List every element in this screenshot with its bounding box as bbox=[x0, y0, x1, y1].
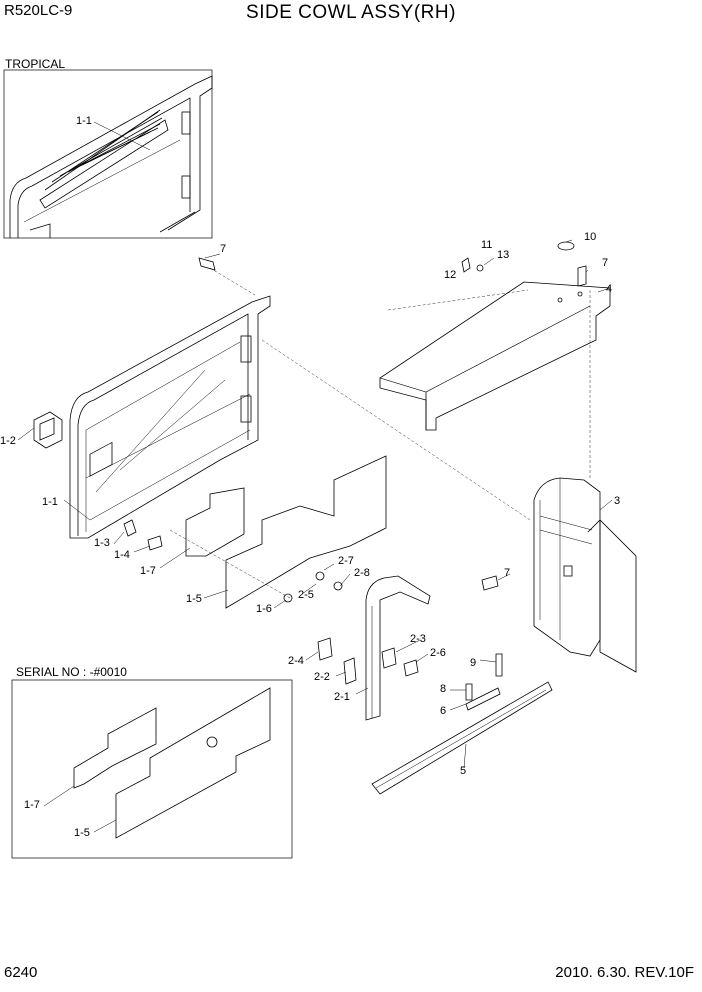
revision-date: 2010. 6.30. REV.10F bbox=[555, 964, 694, 981]
tropical-inset bbox=[3, 69, 213, 239]
callout-1-2: 1-2 bbox=[0, 435, 16, 447]
bolt-2-4 bbox=[317, 637, 333, 661]
page-number: 6240 bbox=[4, 964, 38, 981]
callout-1-6: 1-6 bbox=[256, 603, 272, 615]
side-frame bbox=[533, 477, 637, 673]
callout-1-1: 1-1 bbox=[42, 496, 58, 508]
insulation-pad-1-5 bbox=[225, 455, 387, 609]
callout-2-8: 2-8 bbox=[354, 567, 370, 579]
callout-6: 6 bbox=[440, 705, 446, 717]
callout-2-5: 2-5 bbox=[298, 589, 314, 601]
cap-10 bbox=[557, 241, 575, 251]
callout-1-7-inset: 1-7 bbox=[24, 799, 40, 811]
bolt-1-4 bbox=[147, 535, 163, 551]
callout-1-5: 1-5 bbox=[186, 593, 202, 605]
bracket-2-2 bbox=[343, 657, 357, 685]
bolt-11 bbox=[461, 257, 471, 273]
callout-4: 4 bbox=[606, 283, 612, 295]
callout-8: 8 bbox=[440, 683, 446, 695]
bolt-8 bbox=[465, 683, 473, 701]
callout-5: 5 bbox=[460, 765, 466, 777]
callout-1-4: 1-4 bbox=[114, 549, 130, 561]
callout-3: 3 bbox=[614, 495, 620, 507]
callout-2-2: 2-2 bbox=[314, 671, 330, 683]
bolt-2-7 bbox=[315, 571, 325, 581]
bolt-2-6 bbox=[403, 659, 419, 677]
tropical-label: TROPICAL bbox=[5, 57, 65, 71]
callout-2-4: 2-4 bbox=[288, 655, 304, 667]
callout-1-7: 1-7 bbox=[140, 565, 156, 577]
model-name: R520LC-9 bbox=[4, 2, 73, 19]
serial-inset bbox=[11, 679, 293, 859]
callout-9: 9 bbox=[470, 657, 476, 669]
bracket-2-3 bbox=[381, 647, 397, 669]
bolt-7-top bbox=[198, 257, 216, 271]
callout-11: 11 bbox=[481, 239, 492, 251]
washer-13 bbox=[476, 264, 484, 272]
callout-1-1-tropical: 1-1 bbox=[76, 115, 92, 127]
link-6 bbox=[465, 687, 501, 711]
callout-7-mid: 7 bbox=[504, 567, 510, 579]
bolt-7-right bbox=[577, 265, 587, 287]
serial-label: SERIAL NO : -#0010 bbox=[16, 665, 127, 679]
callout-2-1: 2-1 bbox=[334, 691, 350, 703]
bolt-9 bbox=[495, 653, 503, 677]
bolt-7-mid bbox=[481, 575, 499, 591]
callout-2-3: 2-3 bbox=[410, 633, 426, 645]
bumper-1-6 bbox=[283, 593, 293, 603]
washer-2-8 bbox=[333, 581, 343, 591]
page-title: SIDE COWL ASSY(RH) bbox=[246, 2, 456, 23]
upper-cover-plate bbox=[379, 281, 611, 431]
callout-2-6: 2-6 bbox=[430, 647, 446, 659]
callout-7-right: 7 bbox=[602, 257, 608, 269]
side-door-panel bbox=[69, 295, 271, 539]
callout-1-5-inset: 1-5 bbox=[74, 827, 90, 839]
latch-assembly bbox=[33, 411, 63, 449]
callout-10: 10 bbox=[584, 231, 596, 243]
bracket-1-3 bbox=[123, 519, 137, 537]
callout-1-3: 1-3 bbox=[94, 537, 110, 549]
bracket-2-1 bbox=[365, 575, 431, 721]
callout-12: 12 bbox=[444, 269, 456, 281]
support-rod bbox=[371, 681, 553, 795]
callout-7-top: 7 bbox=[220, 243, 226, 255]
insulation-pad-1-7 bbox=[185, 487, 245, 557]
callout-13: 13 bbox=[497, 249, 509, 261]
callout-2-7: 2-7 bbox=[338, 555, 354, 567]
